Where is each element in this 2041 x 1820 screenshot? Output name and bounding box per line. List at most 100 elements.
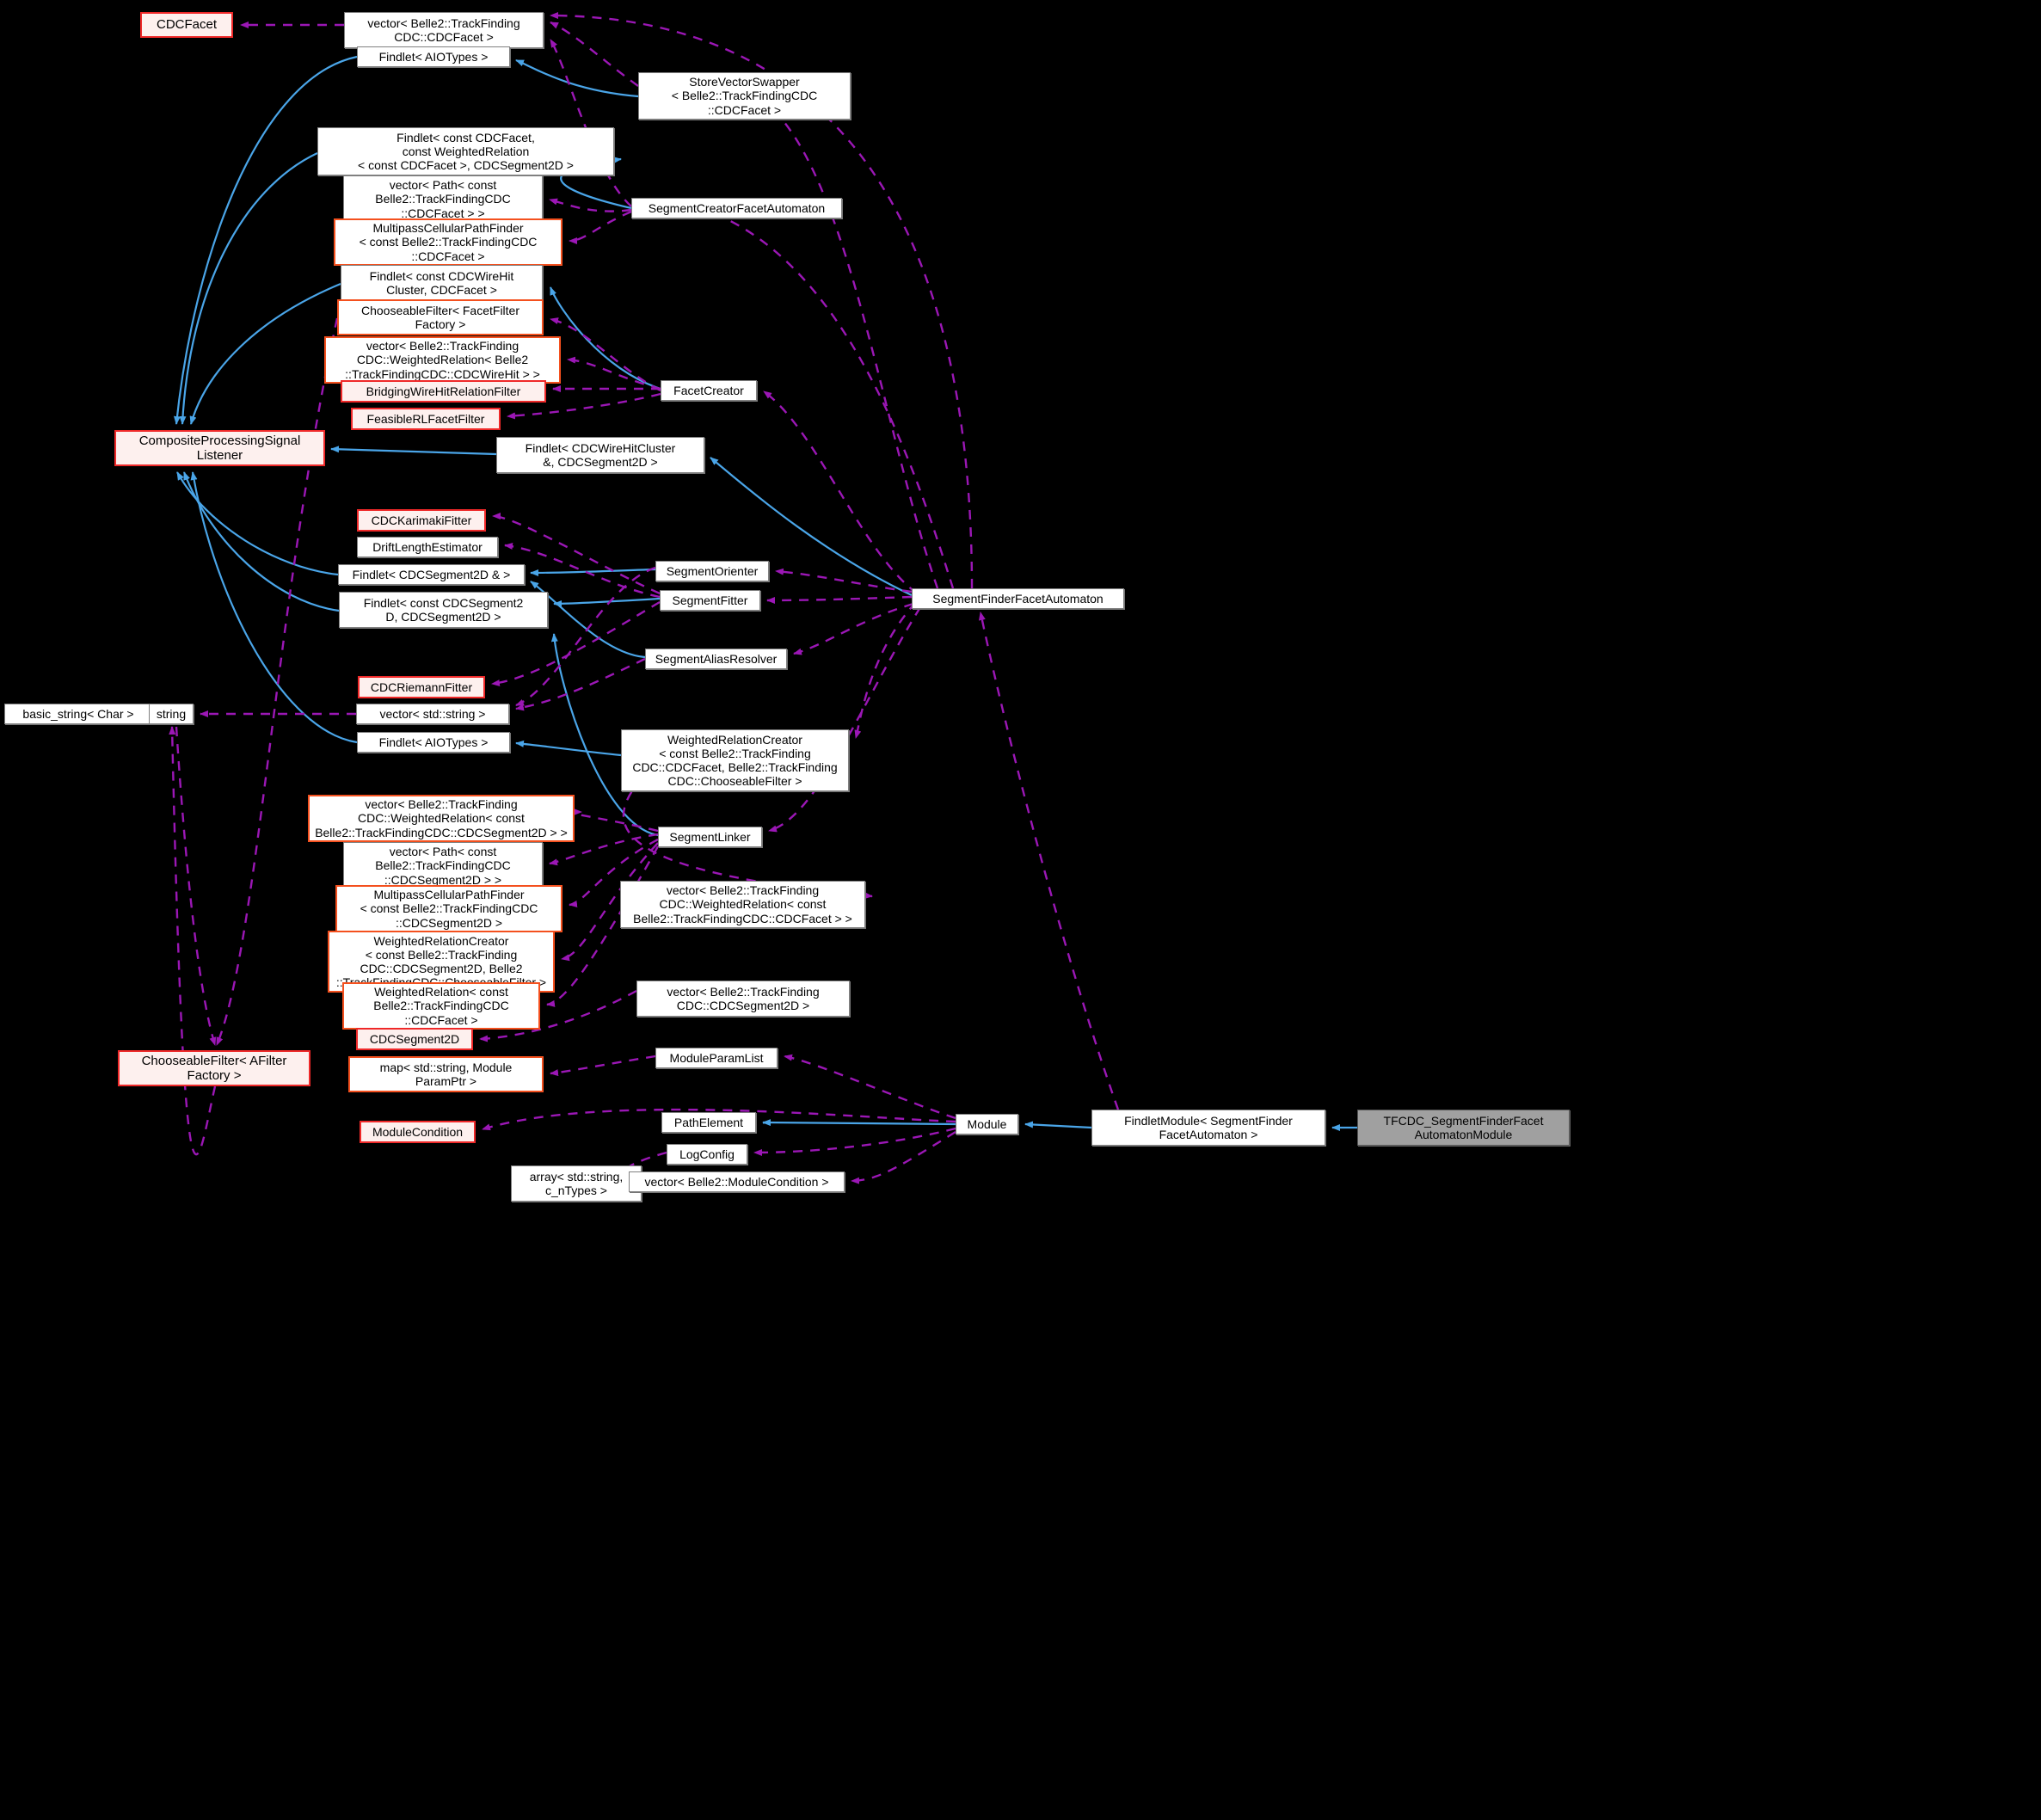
- class-node-label: map< std::string, Module ParamPtr >: [379, 1060, 513, 1088]
- class-node-cpsl[interactable]: CompositeProcessingSignal Listener: [114, 430, 325, 466]
- class-node-findlet-wirehitcluster-seg[interactable]: Findlet< CDCWireHitCluster &, CDCSegment…: [496, 437, 704, 473]
- class-node-label: MultipassCellularPathFinder < const Bell…: [360, 888, 538, 930]
- class-node-label: vector< Belle2::TrackFinding CDC::Weight…: [345, 339, 540, 381]
- class-node-label: Findlet< CDCWireHitCluster &, CDCSegment…: [525, 440, 676, 469]
- class-node-label: string: [156, 706, 187, 721]
- class-node-label: vector< Belle2::TrackFinding CDC::CDCFac…: [367, 15, 520, 44]
- class-node-cdcriemann[interactable]: CDCRiemannFitter: [358, 676, 485, 698]
- class-node-findlet-seg2d-ref[interactable]: Findlet< CDCSegment2D & >: [338, 564, 525, 585]
- class-node-vec-cdcseg2d[interactable]: vector< Belle2::TrackFinding CDC::CDCSeg…: [636, 981, 850, 1017]
- class-node-module[interactable]: Module: [956, 1114, 1018, 1134]
- class-node-vec-path-facet[interactable]: vector< Path< const Belle2::TrackFinding…: [343, 175, 543, 223]
- class-node-mcpf-facet[interactable]: MultipassCellularPathFinder < const Bell…: [334, 218, 563, 266]
- class-node-chooseable-facetfilter[interactable]: ChooseableFilter< FacetFilter Factory >: [337, 299, 544, 335]
- class-node-vec-modulecondition[interactable]: vector< Belle2::ModuleCondition >: [629, 1171, 845, 1192]
- class-node-findletmodule-sffa[interactable]: FindletModule< SegmentFinder FacetAutoma…: [1091, 1110, 1325, 1146]
- class-node-vec-stdstring[interactable]: vector< std::string >: [356, 704, 509, 724]
- class-node-basicstring[interactable]: basic_string< Char >: [4, 704, 152, 724]
- class-node-segmentaliasresolver[interactable]: SegmentAliasResolver: [645, 649, 787, 669]
- class-node-modulecondition[interactable]: ModuleCondition: [360, 1121, 476, 1143]
- class-node-label: SegmentFinderFacetAutomaton: [932, 591, 1103, 606]
- class-node-label: ModuleParamList: [669, 1050, 764, 1065]
- class-node-label: basic_string< Char >: [22, 706, 134, 721]
- class-node-label: TFCDC_SegmentFinderFacet AutomatonModule: [1383, 1113, 1544, 1141]
- class-node-label: CDCSegment2D: [369, 1031, 460, 1046]
- class-node-label: LogConfig: [679, 1147, 735, 1161]
- class-node-moduleparamlist[interactable]: ModuleParamList: [655, 1048, 778, 1068]
- class-node-findlet-aiotypes-2[interactable]: Findlet< AIOTypes >: [357, 732, 510, 753]
- class-node-label: CDCKarimakiFitter: [371, 513, 472, 527]
- class-node-label: Findlet< const CDCSegment2 D, CDCSegment…: [363, 595, 524, 624]
- class-node-storevectorswapper[interactable]: StoreVectorSwapper < Belle2::TrackFindin…: [638, 72, 851, 120]
- class-node-feasiblerl[interactable]: FeasibleRLFacetFilter: [351, 408, 501, 430]
- class-node-label: FindletModule< SegmentFinder FacetAutoma…: [1124, 1113, 1293, 1141]
- class-node-vec-wr-cdcfacet[interactable]: vector< Belle2::TrackFinding CDC::Weight…: [620, 881, 865, 928]
- class-node-label: DriftLengthEstimator: [372, 539, 483, 554]
- class-node-label: ModuleCondition: [372, 1124, 464, 1139]
- class-node-label: PathElement: [673, 1115, 744, 1129]
- class-node-label: CDCFacet: [156, 17, 217, 33]
- class-node-label: SegmentAliasResolver: [655, 651, 778, 666]
- class-node-label: FacetCreator: [673, 383, 744, 397]
- class-node-label: vector< Belle2::TrackFinding CDC::Weight…: [633, 883, 852, 925]
- class-node-label: SegmentFitter: [672, 593, 748, 607]
- class-node-segcreatorfa[interactable]: SegmentCreatorFacetAutomaton: [631, 198, 842, 218]
- class-node-label: vector< Path< const Belle2::TrackFinding…: [375, 178, 511, 220]
- class-node-wrc-facet[interactable]: WeightedRelationCreator < const Belle2::…: [621, 729, 849, 791]
- class-node-label: ChooseableFilter< AFilter Factory >: [141, 1053, 287, 1083]
- class-node-label: vector< std::string >: [379, 706, 486, 721]
- class-node-driftlength[interactable]: DriftLengthEstimator: [357, 537, 498, 557]
- class-node-label: SegmentCreatorFacetAutomaton: [648, 200, 826, 215]
- class-node-segmentlinker[interactable]: SegmentLinker: [658, 827, 762, 847]
- class-node-mcpf-seg2d[interactable]: MultipassCellularPathFinder < const Bell…: [335, 885, 563, 932]
- class-node-label: WeightedRelationCreator < const Belle2::…: [336, 933, 547, 990]
- class-node-label: array< std::string, c_nTypes >: [529, 1169, 624, 1197]
- class-node-label: vector< Belle2::ModuleCondition >: [644, 1174, 829, 1189]
- class-node-label: WeightedRelation< const Belle2::TrackFin…: [373, 985, 509, 1027]
- class-node-bridgingwirehit[interactable]: BridgingWireHitRelationFilter: [341, 380, 546, 403]
- class-node-label: SegmentOrienter: [666, 563, 759, 578]
- class-node-label: Findlet< CDCSegment2D & >: [352, 567, 511, 581]
- class-node-findlet-wirehit-facet[interactable]: Findlet< const CDCWireHit Cluster, CDCFa…: [341, 265, 543, 301]
- class-node-label: Findlet< AIOTypes >: [378, 735, 489, 749]
- class-node-label: vector< Belle2::TrackFinding CDC::Weight…: [315, 797, 568, 839]
- class-node-vec-cdcfacet[interactable]: vector< Belle2::TrackFinding CDC::CDCFac…: [344, 12, 544, 48]
- class-node-vec-wr-seg2d[interactable]: vector< Belle2::TrackFinding CDC::Weight…: [308, 795, 575, 842]
- class-node-vec-path-seg2d[interactable]: vector< Path< const Belle2::TrackFinding…: [343, 842, 543, 889]
- class-node-findlet-cseg-seg[interactable]: Findlet< const CDCSegment2 D, CDCSegment…: [339, 592, 548, 628]
- class-node-label: WeightedRelationCreator < const Belle2::…: [632, 732, 838, 789]
- class-node-facetcreator[interactable]: FacetCreator: [661, 380, 757, 401]
- class-node-label: StoreVectorSwapper < Belle2::TrackFindin…: [671, 75, 818, 117]
- class-node-label: CompositeProcessingSignal Listener: [138, 433, 301, 463]
- class-node-label: ChooseableFilter< FacetFilter Factory >: [360, 303, 520, 331]
- class-node-array-stdstring[interactable]: array< std::string, c_nTypes >: [511, 1165, 642, 1202]
- class-node-logconfig[interactable]: LogConfig: [667, 1144, 747, 1165]
- class-node-label: Module: [967, 1116, 1007, 1131]
- class-node-cdckarimaki[interactable]: CDCKarimakiFitter: [357, 509, 486, 532]
- class-node-label: vector< Path< const Belle2::TrackFinding…: [375, 845, 511, 887]
- class-node-cdcfacet[interactable]: CDCFacet: [140, 12, 233, 38]
- class-node-segmentorienter[interactable]: SegmentOrienter: [655, 561, 769, 581]
- class-node-wr-cdcfacet[interactable]: WeightedRelation< const Belle2::TrackFin…: [342, 982, 540, 1030]
- class-node-map-moduleparamptr[interactable]: map< std::string, Module ParamPtr >: [348, 1056, 544, 1092]
- class-node-label: BridgingWireHitRelationFilter: [366, 384, 521, 398]
- class-node-vec-wr-wirehit[interactable]: vector< Belle2::TrackFinding CDC::Weight…: [324, 336, 561, 384]
- class-node-chooseable-afilter[interactable]: ChooseableFilter< AFilter Factory >: [118, 1050, 310, 1086]
- class-node-segmentfitter[interactable]: SegmentFitter: [660, 590, 760, 611]
- class-node-pathelement[interactable]: PathElement: [661, 1112, 756, 1133]
- class-node-findlet-aiotypes-1[interactable]: Findlet< AIOTypes >: [357, 46, 510, 67]
- class-node-cdcsegment2d[interactable]: CDCSegment2D: [356, 1028, 473, 1050]
- class-node-label: MultipassCellularPathFinder < const Bell…: [359, 221, 538, 263]
- class-node-label: Findlet< const CDCWireHit Cluster, CDCFa…: [369, 268, 514, 297]
- class-node-findlet-facet-wr[interactable]: Findlet< const CDCFacet, const WeightedR…: [317, 127, 614, 175]
- class-node-label: Findlet< const CDCFacet, const WeightedR…: [358, 130, 574, 173]
- class-node-tfcdc-module[interactable]: TFCDC_SegmentFinderFacet AutomatonModule: [1357, 1110, 1570, 1146]
- class-node-label: Findlet< AIOTypes >: [378, 49, 489, 64]
- class-node-label: CDCRiemannFitter: [370, 679, 473, 694]
- class-node-string[interactable]: string: [149, 704, 194, 724]
- class-node-sffa[interactable]: SegmentFinderFacetAutomaton: [912, 588, 1124, 609]
- class-node-label: SegmentLinker: [669, 829, 751, 844]
- class-node-label: FeasibleRLFacetFilter: [366, 411, 485, 426]
